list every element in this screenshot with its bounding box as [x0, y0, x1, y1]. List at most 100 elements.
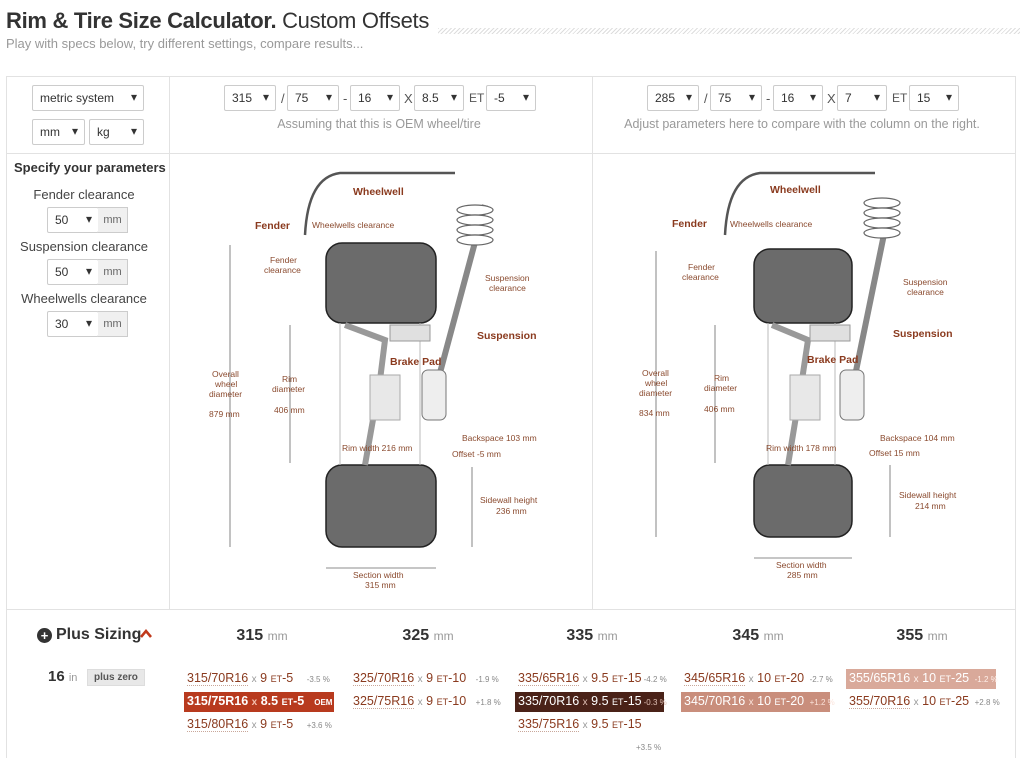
tire-size-option[interactable]: 325/75R16 x 9 ET-10 +1.8 % — [353, 694, 501, 709]
header-hatch-decoration — [438, 28, 1020, 34]
oem-rim-diameter-select[interactable]: 16 — [350, 85, 400, 111]
fender-label: Fender — [672, 218, 707, 230]
rim-width-label: Rim width 178 mm — [766, 443, 836, 453]
unit-system-select[interactable]: metric system — [32, 85, 144, 111]
suspension-clearance-label: Suspension — [903, 277, 948, 287]
compare-tire-width-select[interactable]: 285 — [647, 85, 699, 111]
wheelwells-clearance-label: Wheelwells clearance — [730, 219, 812, 229]
length-unit-select[interactable]: mm — [32, 119, 85, 145]
compare-rim-diameter-select[interactable]: 16 — [773, 85, 823, 111]
offset-label: Offset 15 mm — [869, 448, 920, 458]
rim-diameter-label: Rim — [714, 373, 729, 383]
rim-diameter-value: 406 mm — [704, 404, 735, 414]
sidewall-label: Sidewall height — [480, 495, 538, 505]
knuckle — [839, 369, 865, 421]
column-header-315: 315 mm — [236, 627, 288, 644]
size-difference-percent: +3.5 % — [636, 743, 662, 752]
fender-clearance-label: Fender clearance — [33, 187, 135, 202]
tire-size-option[interactable]: 345/65R16 x 10 ET-20 -2.7 % — [684, 671, 833, 686]
tire-size-option[interactable]: 315/70R16 x 9 ET-5 -3.5 % — [187, 671, 330, 686]
overall-label: diameter — [639, 388, 672, 398]
tire-size-option[interactable]: 355/65R16 x 10 ET-25 -1.2 % — [846, 669, 998, 689]
plus-circle-icon[interactable]: + — [37, 628, 52, 643]
compare-rim-width-select[interactable]: 7 — [837, 85, 887, 111]
et-label: ET — [469, 91, 485, 105]
rim-spoke — [770, 322, 812, 466]
suspension-label: Suspension — [893, 328, 953, 340]
weight-unit-select[interactable]: kg — [89, 119, 144, 145]
divider — [7, 153, 1015, 154]
section-width-value: 315 mm — [365, 580, 396, 590]
separator: X — [404, 91, 413, 106]
backspace-label: Backspace 104 mm — [880, 433, 955, 443]
fender-clearance-select[interactable]: 50 — [47, 207, 99, 233]
tire-size-option[interactable]: 335/65R16 x 9.5 ET-15-4.2 % — [518, 671, 667, 686]
spring-icon — [456, 204, 494, 246]
wheelwells-clearance-select[interactable]: 30 — [47, 311, 99, 337]
brake-pad-shape — [809, 324, 851, 342]
suspension-label: Suspension — [477, 330, 537, 342]
separator: / — [281, 91, 285, 106]
oem-tire-width-select[interactable]: 315 — [224, 85, 276, 111]
oem-aspect-select[interactable]: 75 — [287, 85, 339, 111]
brake-pad-shape — [389, 324, 431, 342]
rim-diameter-label: Rim — [282, 374, 297, 384]
oem-wheel-diagram: Wheelwell Fender Wheelwells clearance Fe… — [209, 171, 538, 590]
suspension-clearance-select[interactable]: 50 — [47, 259, 99, 285]
column-header-335: 335 mm — [566, 627, 618, 644]
separator: - — [343, 91, 348, 106]
compare-wheel-diagram: Wheelwell Fender Wheelwells clearance Fe… — [639, 171, 957, 580]
oem-offset-select[interactable]: -5 — [486, 85, 536, 111]
plus-sizing-title: Plus Sizing — [56, 626, 142, 643]
wheelwell-arc — [303, 171, 455, 236]
page-title: Rim & Tire Size Calculator. Custom Offse… — [6, 8, 430, 33]
page-subtitle: Play with specs below, try different set… — [6, 36, 364, 51]
fender-label: Fender — [255, 220, 290, 232]
divider — [169, 77, 170, 609]
tire-size-option[interactable]: 335/75R16 x 9.5 ET-15 — [518, 717, 642, 732]
sidewall-value: 236 mm — [496, 506, 527, 516]
sidewall-value: 214 mm — [915, 501, 946, 511]
page-header: Rim & Tire Size Calculator. Custom Offse… — [6, 8, 1020, 58]
suspension-clearance-label: clearance — [907, 287, 944, 297]
section-width-value: 285 mm — [787, 570, 818, 580]
divider — [592, 77, 593, 609]
oem-rim-width-select[interactable]: 8.5 — [414, 85, 464, 111]
brake-pad-label: Brake Pad — [807, 354, 858, 366]
tire-size-option[interactable]: 315/80R16 x 9 ET-5 +3.6 % — [187, 717, 332, 732]
tire-size-option[interactable]: 345/70R16 x 10 ET-20 +1.2 % — [681, 692, 835, 712]
sidewall-label: Sidewall height — [899, 490, 957, 500]
compare-hint: Adjust parameters here to compare with t… — [624, 117, 980, 131]
tire-size-option[interactable]: 355/70R16 x 10 ET-25 +2.8 % — [849, 694, 1000, 709]
suspension-clearance-label: clearance — [489, 283, 526, 293]
rim-diameter-value: 406 mm — [274, 405, 305, 415]
plus-zero-badge: plus zero — [87, 669, 145, 686]
hub — [369, 374, 401, 421]
rim-outline — [339, 323, 421, 465]
unit-label: mm — [98, 259, 128, 285]
suspension-clearance-label: Suspension clearance — [20, 239, 148, 254]
tire-size-option[interactable]: 325/70R16 x 9 ET-10 -1.9 % — [353, 671, 499, 686]
separator: - — [766, 91, 771, 106]
compare-aspect-select[interactable]: 75 — [710, 85, 762, 111]
tire-bottom — [753, 464, 853, 538]
spring-icon — [863, 197, 901, 239]
compare-offset-select[interactable]: 15 — [909, 85, 959, 111]
wheelwells-clearance-label: Wheelwells clearance — [312, 220, 394, 230]
rim-diameter-label: diameter — [272, 384, 305, 394]
tire-size-option-best[interactable]: 335/70R16 x 9.5 ET-15-0.3 % — [515, 692, 667, 712]
fender-clearance-label: clearance — [682, 272, 719, 282]
overall-label: Overall — [212, 369, 239, 379]
brake-pad-label: Brake Pad — [390, 356, 441, 368]
wheelwell-arc — [723, 171, 875, 236]
separator: / — [704, 91, 708, 106]
parameters-title: Specify your parameters — [14, 160, 166, 175]
section-width-label: Section width — [353, 570, 404, 580]
divider — [7, 609, 1015, 610]
chevron-up-icon[interactable] — [140, 628, 152, 640]
separator: X — [827, 91, 836, 106]
rim-spoke — [343, 322, 389, 466]
hub — [789, 374, 821, 421]
tire-bottom — [325, 464, 437, 548]
